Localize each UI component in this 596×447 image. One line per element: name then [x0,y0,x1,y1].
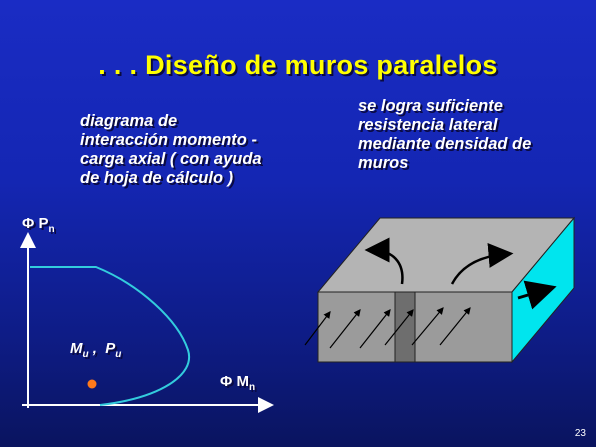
left-text-line: interacción momento - [80,131,257,149]
page-number: 23 [574,428,586,439]
label-separator: , [88,340,106,357]
right-text-line: muros [358,154,409,172]
y-axis-subscript: n [48,224,55,235]
interior-wall [394,291,416,363]
shear-arrow [411,307,444,346]
pu-subscript: u [115,349,122,360]
y-axis-label: Φ Pn [22,215,55,235]
demand-point [87,379,97,389]
slide-title: . . . Diseño de muros paralelos [98,50,498,80]
shear-arrow [439,307,471,346]
rotation-arrow-right [450,243,514,285]
x-axis-subscript: n [248,382,256,393]
right-description: se logra suficiente resistencia lateral … [358,97,531,173]
left-text-line: diagrama de [80,112,178,130]
right-text-line: se logra suficiente [358,97,503,115]
mu-subscript: u [82,349,89,360]
phi-symbol: Φ [220,373,233,390]
right-text-line: resistencia lateral [358,116,498,134]
phi-symbol: Φ [22,215,35,232]
building-block [304,216,576,364]
demand-point-label: Mu , Pu [70,340,121,360]
left-text-line: de hoja de cálculo ) [80,169,234,187]
shear-arrow [384,309,414,346]
x-axis-label: Φ Mn [220,373,255,393]
pu-variable: P [105,340,116,357]
x-axis-variable: M [236,373,249,390]
shear-arrow [329,309,361,349]
interaction-diagram [20,232,274,413]
mu-variable: M [70,340,83,357]
shear-arrow [359,309,391,349]
y-axis-variable: P [38,215,49,232]
interaction-curve [30,266,191,406]
left-description: diagrama de interacción momento - carga … [80,112,262,188]
left-text-line: carga axial ( con ayuda [80,150,262,168]
right-text-line: mediante densidad de [358,135,532,153]
shear-arrow [304,311,331,346]
lateral-force-arrow [517,280,557,310]
rotation-arrow-left [364,237,404,285]
